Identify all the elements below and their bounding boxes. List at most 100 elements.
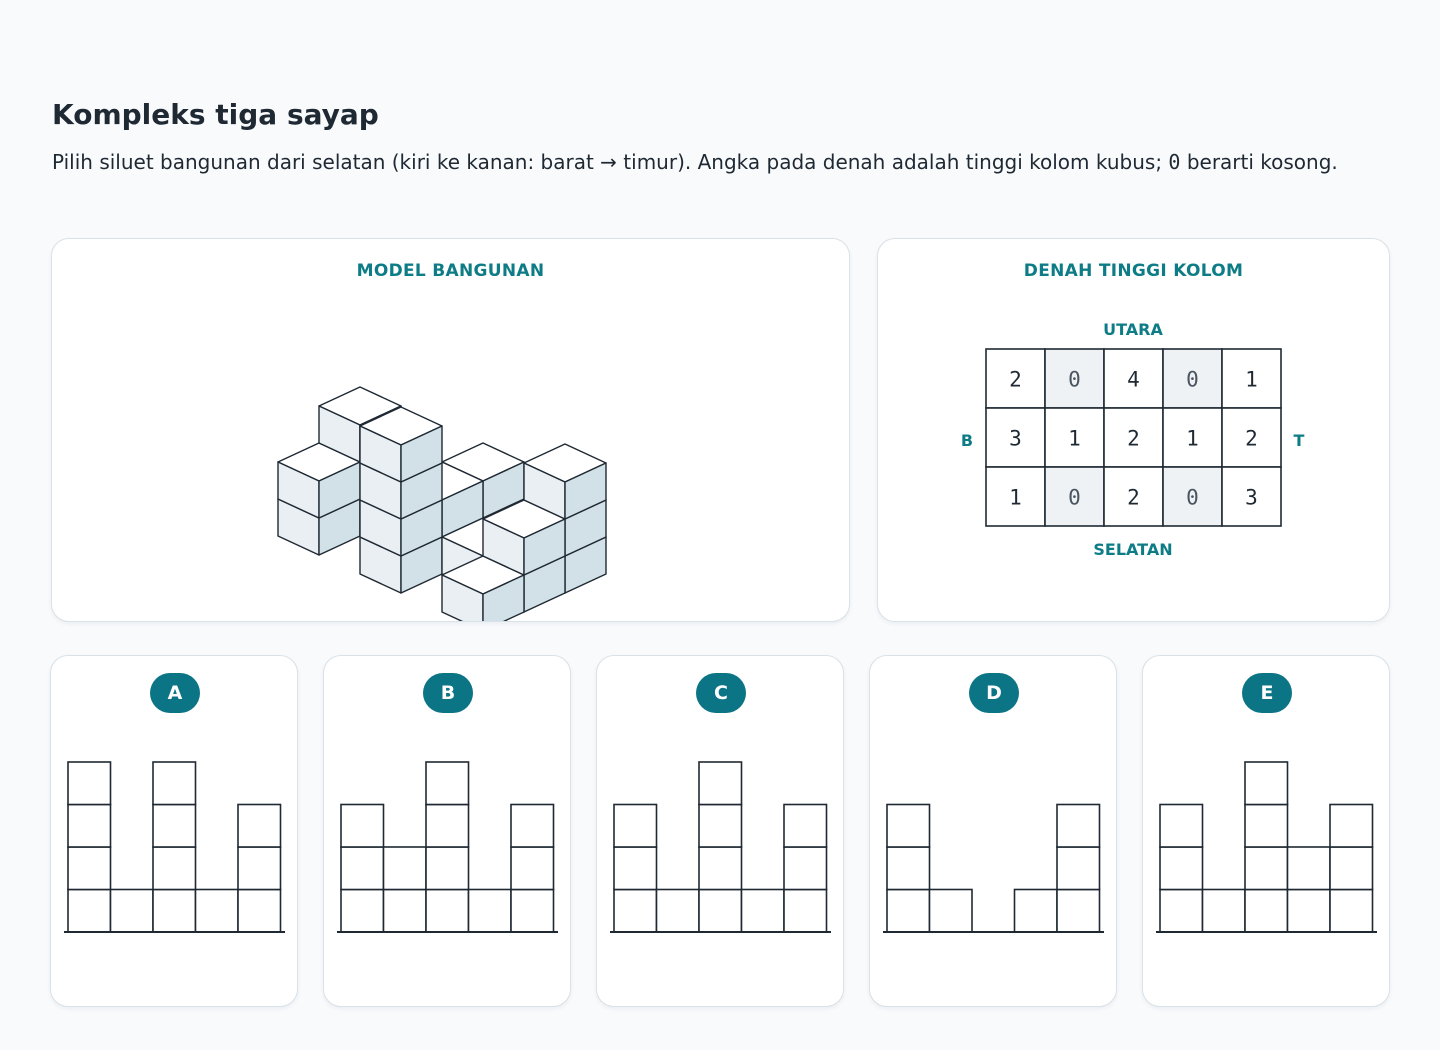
silhouette-cell	[1286, 888, 1331, 933]
silhouette-cell	[698, 803, 743, 848]
silhouette-cell	[783, 846, 828, 891]
silhouette-cell	[237, 803, 282, 848]
south-label: SELATAN	[1093, 540, 1172, 559]
map-cell-value: 0	[1186, 368, 1199, 392]
silhouette-cell	[382, 846, 427, 891]
cube	[277, 442, 361, 519]
silhouette-cell	[194, 888, 239, 933]
cube-front	[441, 574, 484, 621]
map-cell	[1044, 407, 1105, 468]
silhouette-cell	[1159, 846, 1204, 891]
map-cell	[1162, 466, 1223, 527]
silhouette-cell	[152, 846, 197, 891]
silhouette-cell	[1056, 803, 1101, 848]
instructions: Pilih siluet bangunan dari selatan (kiri…	[52, 150, 1338, 174]
silhouette-cell	[886, 888, 931, 933]
isometric-building	[277, 386, 607, 621]
silhouette-cell	[1056, 888, 1101, 933]
cube-side	[564, 462, 607, 520]
option-card-e[interactable]: E	[1142, 655, 1390, 1007]
silhouette-cell	[1329, 846, 1374, 891]
silhouette-cell	[425, 888, 470, 933]
silhouette-cell	[886, 803, 931, 848]
silhouette-cell	[698, 761, 743, 806]
silhouette-cell	[340, 846, 385, 891]
map-cell-value: 4	[1127, 368, 1140, 392]
silhouette-cell	[1159, 803, 1204, 848]
north-label: UTARA	[1103, 320, 1163, 339]
instructions-text: Pilih siluet bangunan dari selatan (kiri…	[52, 150, 1169, 174]
east-label: T	[1294, 431, 1305, 450]
map-cell	[985, 466, 1046, 527]
map-cell-value: 0	[1068, 486, 1081, 510]
silhouette-cell	[67, 803, 112, 848]
map-cell-value: 2	[1127, 427, 1140, 451]
silhouette-cell	[425, 761, 470, 806]
map-cell	[1162, 348, 1223, 409]
map-cell	[1221, 348, 1282, 409]
silhouette-cell	[928, 888, 973, 933]
map-cell-value: 0	[1068, 368, 1081, 392]
cube	[523, 443, 607, 520]
option-badge-c: C	[696, 673, 746, 713]
silhouette-cell	[237, 846, 282, 891]
option-card-d[interactable]: D	[869, 655, 1117, 1007]
silhouette-cell	[613, 888, 658, 933]
model-title: MODEL BANGUNAN	[356, 261, 545, 281]
silhouette-d	[883, 803, 1104, 933]
map-cell-value: 2	[1009, 368, 1022, 392]
option-badge-a: A	[150, 673, 200, 713]
silhouette-cell	[1244, 761, 1289, 806]
map-title: DENAH TINGGI KOLOM	[1023, 261, 1244, 281]
map-cell	[1221, 466, 1282, 527]
silhouette-cell	[67, 846, 112, 891]
silhouette-cell	[425, 846, 470, 891]
silhouette-b	[337, 761, 558, 933]
map-cell	[1162, 407, 1223, 468]
instructions-zero: 0	[1168, 150, 1181, 174]
map-cell-value: 1	[1009, 486, 1022, 510]
height-map-panel: DENAH TINGGI KOLOM UTARA SELATAN B T 2 0 4…	[877, 238, 1390, 622]
instructions-text-end: berarti kosong.	[1180, 150, 1338, 174]
silhouette-cell	[783, 888, 828, 933]
silhouette-cell	[1286, 846, 1331, 891]
map-cell	[1221, 407, 1282, 468]
map-cell-value: 2	[1127, 486, 1140, 510]
map-cell-value: 2	[1245, 427, 1258, 451]
silhouette-c	[610, 761, 831, 933]
silhouette-cell	[467, 888, 512, 933]
silhouette-cell	[1244, 803, 1289, 848]
silhouette-cell	[655, 888, 700, 933]
silhouette-cell	[1056, 846, 1101, 891]
silhouette-a	[64, 761, 285, 933]
map-cell-value: 3	[1009, 427, 1022, 451]
model-panel: MODEL BANGUNAN	[51, 238, 850, 622]
silhouette-cell	[510, 846, 555, 891]
map-cell-value: 1	[1245, 368, 1258, 392]
silhouette-cell	[152, 803, 197, 848]
map-cell-value: 1	[1186, 427, 1199, 451]
silhouette-cell	[783, 803, 828, 848]
silhouette-cell	[152, 761, 197, 806]
silhouette-cell	[698, 888, 743, 933]
silhouette-e	[1156, 761, 1377, 933]
silhouette-cell	[340, 803, 385, 848]
silhouette-cell	[1329, 803, 1374, 848]
west-label: B	[961, 431, 973, 450]
silhouette-cell	[886, 846, 931, 891]
silhouette-cell	[67, 888, 112, 933]
option-card-b[interactable]: B	[323, 655, 571, 1007]
silhouette-cell	[698, 846, 743, 891]
option-card-c[interactable]: C	[596, 655, 844, 1007]
silhouette-cell	[1244, 888, 1289, 933]
silhouette-cell	[1329, 888, 1374, 933]
silhouette-cell	[340, 888, 385, 933]
map-cell-value: 0	[1186, 486, 1199, 510]
option-card-a[interactable]: A	[50, 655, 298, 1007]
cube-side	[523, 518, 566, 576]
silhouette-cell	[740, 888, 785, 933]
silhouette-cell	[613, 803, 658, 848]
silhouette-cell	[109, 888, 154, 933]
map-cell-value: 3	[1245, 486, 1258, 510]
